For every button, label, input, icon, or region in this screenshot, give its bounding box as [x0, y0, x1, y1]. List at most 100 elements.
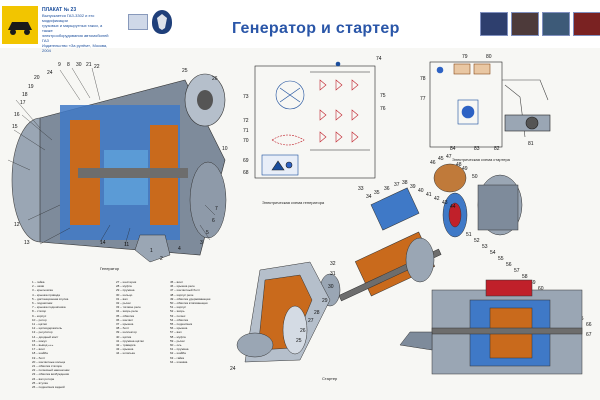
callout: 21: [86, 62, 92, 68]
callout: 12: [14, 222, 20, 228]
callout: 56: [506, 262, 512, 268]
callout: 9: [58, 62, 61, 68]
callout: 45: [438, 156, 444, 162]
legend-item: 33 – тяговое реле: [116, 305, 141, 310]
callout: 35: [374, 190, 380, 196]
callout: 34: [366, 194, 372, 200]
callout: 24: [47, 70, 53, 76]
callout: 73: [243, 94, 249, 100]
callout: 46: [430, 160, 436, 166]
legend-item: 56 – крышка: [170, 326, 188, 331]
callout: 18: [22, 92, 28, 98]
legend-item: 37 – крышка: [116, 322, 134, 327]
legend-item: 57 – вал: [170, 330, 182, 335]
callout: 68: [243, 170, 249, 176]
callout: 52: [474, 238, 480, 244]
generator-illustration: [7, 67, 227, 263]
legend-item: 12 – щёткодержатель: [32, 326, 63, 331]
callout: 75: [380, 93, 386, 99]
callout: 20: [34, 75, 40, 81]
legend-item: 4 – крышка привода: [32, 292, 60, 297]
callout: 7: [215, 206, 218, 212]
legend-item: 29 – пружина: [116, 288, 135, 293]
legend-item: 32 – рычаг: [116, 301, 131, 306]
thumbnail: [511, 12, 539, 36]
flag-icon: [128, 14, 148, 30]
legend-item: 45 – винт: [170, 280, 183, 284]
car-icon: [8, 22, 32, 35]
callout: 53: [482, 244, 488, 250]
legend-item: 28 – муфта: [116, 284, 132, 289]
legend-item: 18 – шайба: [32, 351, 48, 356]
callout: 14: [100, 240, 106, 246]
callout: 48: [456, 162, 462, 168]
callout: 43: [442, 200, 448, 206]
legend-item: 8 – статор: [32, 309, 47, 314]
legend-item: 24 – вал ротора: [32, 376, 55, 381]
callout: 47: [446, 154, 452, 160]
callout: 72: [243, 118, 249, 124]
legend-item: 22 – полюсный наконечник: [32, 368, 70, 373]
legend-item: 30 – кольцо: [116, 292, 133, 297]
callout: 33: [358, 186, 364, 192]
starter-caption: Стартер: [322, 376, 338, 381]
legend-item: 13 – регулятор: [32, 330, 53, 335]
note-line: Издательство «За рулём», Москва, 2004: [42, 43, 108, 53]
callout: 79: [462, 54, 468, 60]
callout: 8: [67, 62, 70, 68]
thumbnail: [542, 12, 570, 36]
callout: 78: [420, 76, 426, 82]
legend-item: 20 – контактные кольца: [32, 359, 66, 364]
legend-item: 59 – рычаг: [170, 338, 185, 343]
callout: 70: [243, 138, 249, 144]
callout: 4: [178, 246, 181, 252]
callout: 41: [426, 192, 432, 198]
legend-item: 26 – подшипник задний: [32, 385, 65, 390]
series-thumbnails: [480, 12, 600, 36]
callout: 16: [14, 112, 20, 118]
legend-item: 39 – коллектор: [116, 330, 137, 335]
legend-item: 27 – шестерня: [116, 280, 137, 284]
callout: 28: [314, 310, 320, 316]
legend-item: 54 – обмотка: [170, 317, 189, 322]
thumbnail: [480, 12, 508, 36]
callout: 22: [94, 64, 100, 70]
legend-item: 10 – ротор: [32, 317, 47, 322]
callout: 49: [462, 166, 468, 172]
callout: 38: [402, 180, 408, 186]
legend-item: 15 – кожух: [32, 338, 47, 343]
callout: 67: [586, 332, 592, 338]
callout: 30: [328, 284, 334, 290]
legend-item: 58 – муфта: [170, 334, 186, 339]
callout: 3: [200, 240, 203, 246]
starter-exploded-illustration: [236, 163, 523, 363]
legend-item: 53 – полюс: [170, 313, 186, 318]
callout: 51: [466, 232, 472, 238]
callout: 24: [230, 366, 236, 372]
legend-item: 7 – крышка подшипника: [32, 305, 66, 310]
callout: 59: [530, 280, 536, 286]
callout: 54: [490, 250, 496, 256]
legend-item: 62 – шайба: [170, 351, 186, 356]
generator-caption: Генератор: [100, 266, 120, 271]
legend-item: 55 – подшипник: [170, 322, 193, 327]
header: ПЛАКАТ № 23 Выпускается ГАЗ-3302 и его м…: [0, 0, 600, 53]
legend-item: 19 – болт: [32, 355, 46, 360]
note-line: Выпускается ГАЗ-3302 и его модификации: [42, 13, 95, 23]
generator-scheme-caption: Электрическая схема генератора: [262, 200, 325, 205]
legend-item: 25 – втулка: [32, 380, 48, 385]
legend-item: 40 – щётка: [116, 334, 132, 339]
callout: 26: [212, 76, 218, 82]
callout: 13: [24, 240, 30, 246]
callout: 82: [494, 146, 500, 152]
legend-item: 3 – крыльчатка: [32, 288, 53, 293]
starter-section-illustration: [399, 279, 583, 375]
note-line: электрооборудования автомобилей ГАЗ: [42, 33, 109, 43]
callout: 80: [486, 54, 492, 60]
callout: 44: [450, 204, 456, 210]
starter-scheme-caption: Электрическая схема стартера: [452, 157, 510, 162]
callout: 1: [150, 248, 153, 254]
legend-item: 36 – контакт: [116, 317, 134, 322]
callout: 6: [212, 218, 215, 224]
